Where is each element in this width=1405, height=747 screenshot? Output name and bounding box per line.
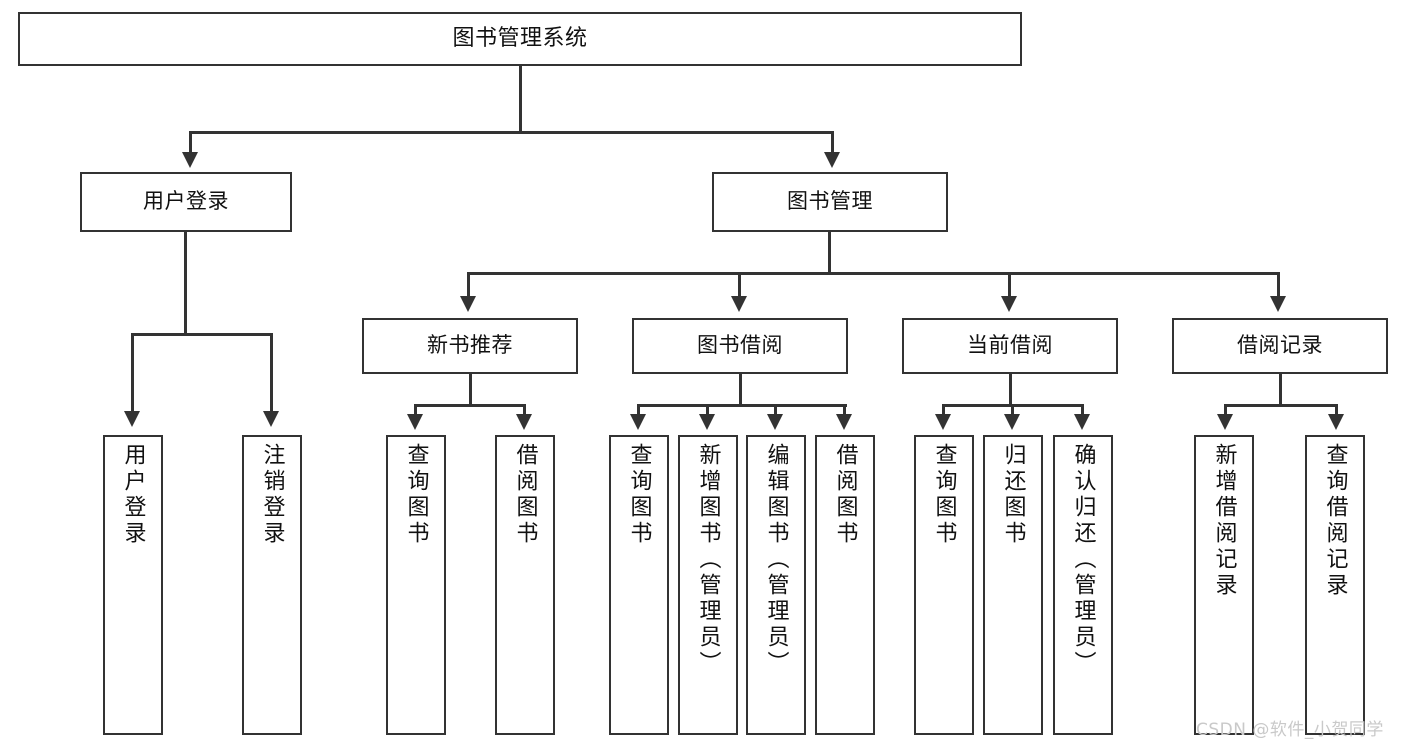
node-label: 新增借阅记录 (1211, 443, 1237, 599)
edge-to-book-borrow (738, 272, 741, 300)
arrowhead-leaf-user-login (124, 411, 140, 427)
arrowhead-cb-leaf-2 (1004, 414, 1020, 430)
leaf-add-borrow-record[interactable]: 新增借阅记录 (1194, 435, 1254, 735)
node-label: 借阅图书 (512, 443, 538, 547)
edge-to-current-borrow (1008, 272, 1011, 300)
node-borrow-record[interactable]: 借阅记录 (1172, 318, 1388, 374)
node-label: 借阅记录 (1237, 333, 1323, 358)
node-label: 图书借阅 (697, 333, 783, 358)
edge-cb-leaf-3 (1081, 404, 1084, 418)
edge-cb-leaf-2 (1011, 404, 1014, 418)
leaf-borrow-book[interactable]: 借阅图书 (815, 435, 875, 735)
node-label: 查询图书 (931, 443, 957, 547)
node-new-book-recommend[interactable]: 新书推荐 (362, 318, 578, 374)
leaf-return-book[interactable]: 归还图书 (983, 435, 1043, 735)
arrowhead-br-leaf-1 (1217, 414, 1233, 430)
edge-bb-leaf-4 (843, 404, 846, 418)
edge-book-borrow-bus (637, 404, 847, 407)
arrowhead-nbr-leaf-2 (516, 414, 532, 430)
edge-br-leaf-2 (1335, 404, 1338, 418)
leaf-query-borrow-record[interactable]: 查询借阅记录 (1305, 435, 1365, 735)
node-book-borrow[interactable]: 图书借阅 (632, 318, 848, 374)
leaf-query-book-current[interactable]: 查询图书 (914, 435, 974, 735)
edge-user-login-bus (131, 333, 273, 336)
node-label: 新增图书（管理员） (695, 443, 721, 677)
leaf-user-login[interactable]: 用户登录 (103, 435, 163, 735)
node-label: 查询图书 (403, 443, 429, 547)
node-label: 查询借阅记录 (1322, 443, 1348, 599)
edge-cb-leaf-1 (942, 404, 945, 418)
node-current-borrow[interactable]: 当前借阅 (902, 318, 1118, 374)
edge-to-book-management (831, 131, 834, 156)
edge-nbr-leaf-1 (414, 404, 417, 418)
edge-level2-bus (189, 131, 834, 134)
node-label: 用户登录 (143, 189, 229, 214)
edge-new-book-recommend-stem (469, 374, 472, 404)
edge-level3-bus (467, 272, 1279, 275)
node-root-book-management-system[interactable]: 图书管理系统 (18, 12, 1022, 66)
leaf-query-book-recommend[interactable]: 查询图书 (386, 435, 446, 735)
edge-bb-leaf-3 (774, 404, 777, 418)
leaf-edit-book-admin[interactable]: 编辑图书（管理员） (746, 435, 806, 735)
leaf-confirm-return-admin[interactable]: 确认归还（管理员） (1053, 435, 1113, 735)
node-user-login[interactable]: 用户登录 (80, 172, 292, 232)
arrowhead-current-borrow (1001, 296, 1017, 312)
arrowhead-cb-leaf-3 (1074, 414, 1090, 430)
node-label: 编辑图书（管理员） (763, 443, 789, 677)
node-label: 用户登录 (120, 443, 146, 547)
edge-to-leaf-logout (270, 333, 273, 415)
edge-book-management-stem (828, 232, 831, 274)
leaf-logout[interactable]: 注销登录 (242, 435, 302, 735)
arrowhead-book-borrow (731, 296, 747, 312)
arrowhead-bb-leaf-1 (630, 414, 646, 430)
edge-br-leaf-1 (1224, 404, 1227, 418)
edge-user-login-stem (184, 232, 187, 333)
arrowhead-borrow-record (1270, 296, 1286, 312)
edge-borrow-record-bus (1224, 404, 1338, 407)
edge-to-borrow-record (1277, 272, 1280, 300)
node-label: 图书管理系统 (452, 25, 588, 51)
node-label: 注销登录 (259, 443, 285, 547)
leaf-query-book-borrow[interactable]: 查询图书 (609, 435, 669, 735)
arrowhead-new-book-recommend (460, 296, 476, 312)
edge-new-book-recommend-bus (414, 404, 526, 407)
edge-root-stem (519, 66, 522, 131)
arrowhead-bb-leaf-3 (767, 414, 783, 430)
edge-to-leaf-user-login (131, 333, 134, 415)
watermark-text: CSDN @软件_小贺同学 (1196, 720, 1384, 740)
node-label: 新书推荐 (427, 333, 513, 358)
leaf-borrow-book-recommend[interactable]: 借阅图书 (495, 435, 555, 735)
node-book-management[interactable]: 图书管理 (712, 172, 948, 232)
leaf-add-book-admin[interactable]: 新增图书（管理员） (678, 435, 738, 735)
node-label: 当前借阅 (967, 333, 1053, 358)
edge-bb-leaf-1 (637, 404, 640, 418)
node-label: 图书管理 (787, 189, 873, 214)
edge-to-user-login (189, 131, 192, 156)
node-label: 查询图书 (626, 443, 652, 547)
node-label: 确认归还（管理员） (1070, 443, 1096, 677)
arrowhead-nbr-leaf-1 (407, 414, 423, 430)
node-label: 借阅图书 (832, 443, 858, 547)
edge-bb-leaf-2 (706, 404, 709, 418)
arrowhead-book-management (824, 152, 840, 168)
edge-current-borrow-stem (1009, 374, 1012, 404)
edge-book-borrow-stem (739, 374, 742, 404)
edge-nbr-leaf-2 (523, 404, 526, 418)
arrowhead-cb-leaf-1 (935, 414, 951, 430)
edge-to-new-book-recommend (467, 272, 470, 300)
arrowhead-bb-leaf-4 (836, 414, 852, 430)
node-label: 归还图书 (1000, 443, 1026, 547)
edge-borrow-record-stem (1279, 374, 1282, 404)
arrowhead-br-leaf-2 (1328, 414, 1344, 430)
arrowhead-user-login (182, 152, 198, 168)
arrowhead-leaf-logout (263, 411, 279, 427)
arrowhead-bb-leaf-2 (699, 414, 715, 430)
